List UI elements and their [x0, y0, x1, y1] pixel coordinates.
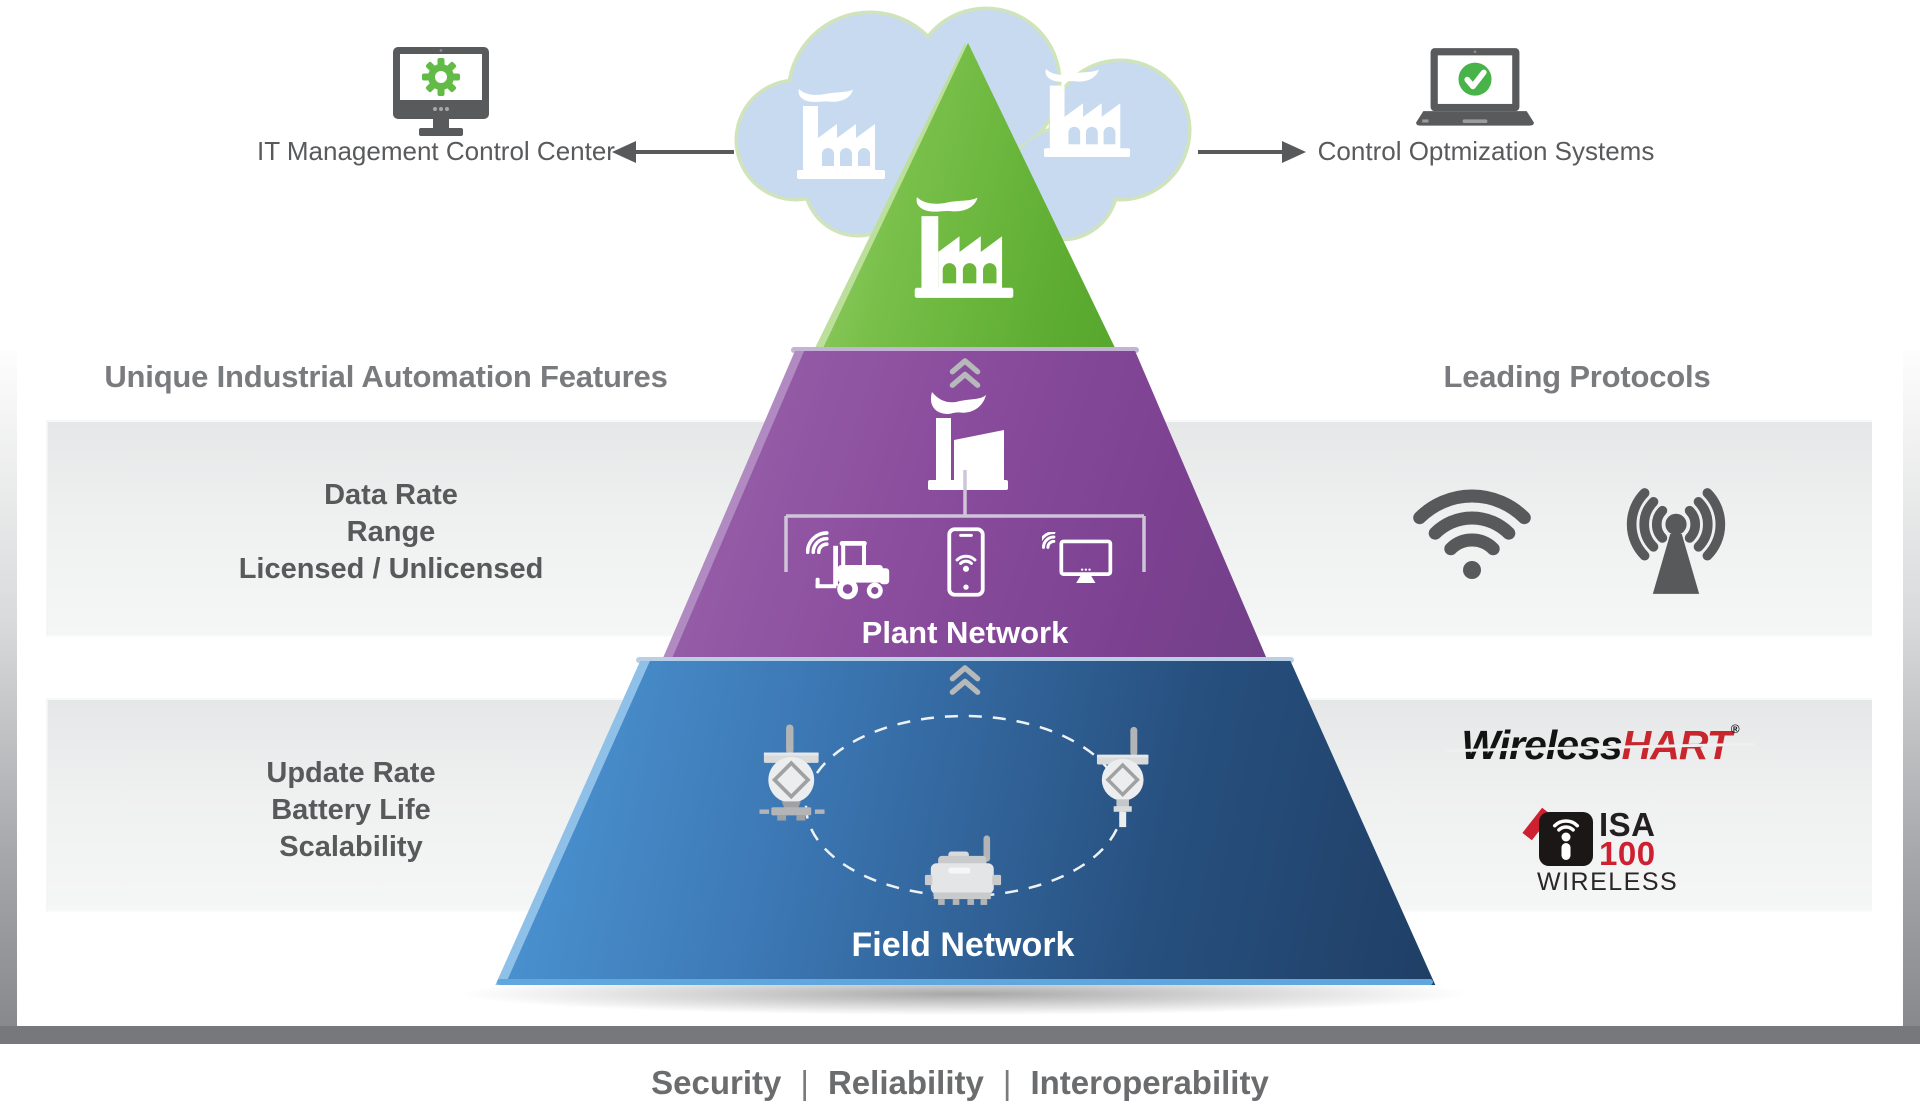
feature-item: Update Rate [266, 757, 436, 789]
panel-left-edge [0, 351, 17, 1026]
plant-network-label: Plant Network [861, 615, 1069, 650]
isa100-wireless-text: WIRELESS [1537, 868, 1679, 896]
purple-tier-top-edge [791, 347, 1139, 353]
chevron-up-icon [949, 358, 981, 388]
wifi-icon [1413, 489, 1531, 579]
arrow-right-line [1198, 150, 1282, 154]
monitor-gear-icon [393, 47, 489, 136]
blue-tier-bottom-edge [497, 979, 1433, 985]
footer-tagline: Security | Reliability | Interoperability [0, 1064, 1920, 1102]
registered-mark: ® [1730, 722, 1740, 736]
laptop-check-icon [1416, 48, 1534, 126]
green-tier-face [821, 42, 1117, 352]
forklift-icon [806, 531, 890, 600]
footer-item-reliability: Reliability [827, 1064, 984, 1101]
isa100-wordmark: ISA 100 [1599, 806, 1656, 872]
panel-right-edge [1903, 351, 1920, 1026]
isa100-wifi-i-icon [1552, 819, 1580, 860]
right-column-heading: Leading Protocols [1443, 359, 1711, 394]
left-column-heading: Unique Industrial Automation Features [104, 359, 668, 394]
field-network-label: Field Network [851, 926, 1075, 964]
feature-item: Scalability [279, 831, 423, 863]
footer-separator: | [1002, 1064, 1012, 1101]
feature-item: Battery Life [271, 794, 431, 826]
chevron-up-icon [949, 665, 981, 695]
wireless-transmitter-icon [759, 724, 825, 821]
feature-item: Range [346, 516, 436, 548]
arrow-right-icon [1282, 141, 1306, 163]
factory-icon [914, 197, 1014, 298]
arrow-left-icon [612, 141, 636, 163]
network-bracket-line [784, 470, 1146, 572]
pyramid-tier-cloud [796, 32, 1136, 352]
antenna-icon [1626, 488, 1726, 594]
wirelesshart-logo: WirelessHART® [1440, 722, 1760, 769]
feature-item: Licensed / Unlicensed [238, 553, 544, 585]
monitor-wifi-icon [1042, 532, 1113, 584]
factory-icon [1043, 68, 1131, 158]
panel-bottom-bar [0, 1026, 1920, 1044]
feature-item: Data Rate [324, 479, 458, 511]
smartphone-wifi-icon [947, 527, 985, 597]
wireless-transmitter-icon [1096, 726, 1149, 828]
isa100-num-text: 100 [1599, 835, 1656, 872]
footer-item-security: Security [651, 1064, 782, 1101]
isa100-mark-icon [1539, 812, 1593, 866]
wirelesshart-wireless: Wireless [1461, 722, 1622, 768]
arrow-left-line [632, 150, 734, 154]
plant-factory-icon [928, 392, 1008, 490]
plant-features-list: Data Rate Range Licensed / Unlicensed [191, 477, 591, 588]
it-management-label: IT Management Control Center [257, 136, 615, 166]
gateway-icon [924, 835, 1002, 905]
isa100-isa-text: ISA [1599, 806, 1656, 843]
field-features-list: Update Rate Battery Life Scalability [151, 755, 551, 866]
factory-icon [797, 89, 885, 179]
footer-separator: | [800, 1064, 809, 1101]
control-optimization-label: Control Optmization Systems [1317, 136, 1655, 166]
blue-tier-top-edge [636, 657, 1294, 663]
footer-item-interoperability: Interoperability [1030, 1064, 1269, 1101]
